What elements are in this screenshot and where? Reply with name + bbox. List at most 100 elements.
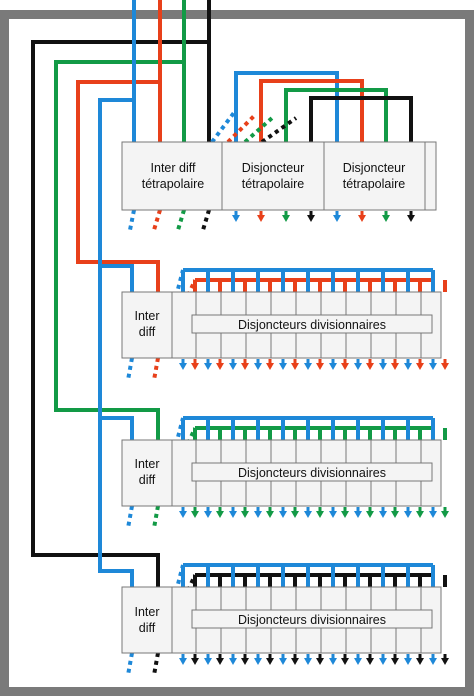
row-1-arrow-phase-7 [341, 359, 349, 370]
row-1-arrow-neutral-2 [204, 359, 212, 370]
row-3-arrow-phase-3 [241, 654, 249, 665]
feeder-row1-red [76, 0, 162, 292]
row-1-arrow-neutral-4 [254, 359, 262, 370]
row-1-arrow-phase-6 [316, 359, 324, 370]
row-3-arrow-phase-8 [366, 654, 374, 665]
row-2-arrow-neutral-9 [379, 507, 387, 518]
row-2-arrow-neutral-2 [204, 507, 212, 518]
bridge-dashed-3 [243, 116, 274, 144]
main-arrow-6 [358, 211, 366, 222]
row-3-arrow-neutral-4 [254, 654, 262, 665]
row-1-arrow-phase-2 [216, 359, 224, 370]
row-2-inter-diff-label: Inter [134, 457, 159, 471]
feeder-row3-black [31, 0, 211, 587]
row-1-arrow-neutral-3 [229, 359, 237, 370]
row-1-arrow-neutral-8 [354, 359, 362, 370]
row-3-arrow-neutral-11 [429, 654, 437, 665]
row-3-arrow-neutral-6 [304, 654, 312, 665]
main-arrow-5 [333, 211, 341, 222]
row-1-out-neutral [126, 357, 134, 381]
row-3-arrow-phase-7 [341, 654, 349, 665]
row-1-arrow-neutral-9 [379, 359, 387, 370]
row-1-arrow-phase-4 [266, 359, 274, 370]
row-2-arrow-phase-3 [241, 507, 249, 518]
main-arrow-2 [257, 211, 265, 222]
row-3-inter-diff-label: Inter [134, 605, 159, 619]
row-2-arrow-neutral-11 [429, 507, 437, 518]
row-2-arrow-phase-4 [266, 507, 274, 518]
main-panel-box [121, 141, 437, 211]
bridge-1-green [284, 88, 388, 142]
main-arrow-1 [232, 211, 240, 222]
row-2-arrow-phase-6 [316, 507, 324, 518]
row-1-arrow-neutral-7 [329, 359, 337, 370]
row-2-arrow-neutral-5 [279, 507, 287, 518]
row-2-arrow-neutral-4 [254, 507, 262, 518]
row-3-arrow-phase-1 [191, 654, 199, 665]
row-2-arrow-phase-7 [341, 507, 349, 518]
row-2-arrow-neutral-6 [304, 507, 312, 518]
row-3-arrow-phase-11 [441, 654, 449, 665]
bridge-1-blue [234, 71, 339, 142]
feeder-neutral-row1 [100, 264, 134, 292]
inter-diff-tetrapolaire-label: Inter diff [151, 161, 196, 175]
row-3-arrow-neutral-3 [229, 654, 237, 665]
row-2-panel: Inter diff Disjoncteurs divisionnaires [121, 439, 442, 507]
row-2-arrow-neutral-8 [354, 507, 362, 518]
row-2-arrow-neutral-1 [179, 507, 187, 518]
row-2-arrow-phase-8 [366, 507, 374, 518]
main-arrow-8 [407, 211, 415, 222]
row-3-panel: Inter diff Disjoncteurs divisionnaires [121, 586, 442, 654]
row-2-arrow-phase-11 [441, 507, 449, 518]
row-1-arrow-neutral-1 [179, 359, 187, 370]
row-3-arrow-phase-9 [391, 654, 399, 665]
row-3-arrow-neutral-1 [179, 654, 187, 665]
row-2-breakers-label: Disjoncteurs divisionnaires [238, 466, 386, 480]
feeder-row2-green [54, 0, 186, 440]
bridge-dashed-2 [226, 113, 257, 144]
row-3-arrow-neutral-2 [204, 654, 212, 665]
row-3-arrow-neutral-7 [329, 654, 337, 665]
row-3-arrow-neutral-9 [379, 654, 387, 665]
row-1-arrow-phase-8 [366, 359, 374, 370]
row-3-arrow-neutral-5 [279, 654, 287, 665]
row-1-inter-diff-label: Inter [134, 309, 159, 323]
row-2-arrow-phase-2 [216, 507, 224, 518]
row-1-arrow-phase-3 [241, 359, 249, 370]
row-3-arrow-phase-4 [266, 654, 274, 665]
row-3-arrow-phase-10 [416, 654, 424, 665]
row-3-arrow-phase-5 [291, 654, 299, 665]
disjoncteur-tetrapolaire-2-label: Disjoncteur [343, 161, 406, 175]
row-1-breakers-label: Disjoncteurs divisionnaires [238, 318, 386, 332]
row-3-arrow-neutral-8 [354, 654, 362, 665]
row-3-arrow-phase-6 [316, 654, 324, 665]
row-1-arrow-neutral-11 [429, 359, 437, 370]
row-3-out-phase [152, 652, 160, 676]
row-2-arrow-phase-9 [391, 507, 399, 518]
disjoncteur-tetrapolaire-2-label-line2: tétrapolaire [343, 177, 406, 191]
bridge-1-black [309, 96, 413, 142]
row-2-arrow-phase-1 [191, 507, 199, 518]
feeder-neutral [98, 0, 136, 587]
bridge-dashed-4 [260, 116, 298, 144]
row-3-breakers-label: Disjoncteurs divisionnaires [238, 613, 386, 627]
row-1-arrow-phase-10 [416, 359, 424, 370]
row-1-arrow-phase-1 [191, 359, 199, 370]
disjoncteur-tetrapolaire-1-label: Disjoncteur [242, 161, 305, 175]
row-1-panel: Inter diff Disjoncteurs divisionnaires [121, 291, 442, 359]
main-out-dashed-4 [201, 209, 211, 231]
main-panel: Inter diff tétrapolaire Disjoncteur tétr… [121, 141, 437, 211]
row-2-arrow-neutral-3 [229, 507, 237, 518]
row-1-inter-diff-label-line2: diff [139, 325, 156, 339]
inter-diff-tetrapolaire-label-line2: tétrapolaire [142, 177, 205, 191]
row-2-out-neutral [126, 505, 134, 529]
wires [31, 0, 447, 676]
row-3-arrow-neutral-10 [404, 654, 412, 665]
row-1-arrow-phase-9 [391, 359, 399, 370]
bridge-dashed-1 [210, 108, 238, 144]
main-arrow-4 [307, 211, 315, 222]
main-out-dashed-3 [176, 209, 186, 231]
row-3-inter-diff-label-line2: diff [139, 621, 156, 635]
row-1-arrow-neutral-10 [404, 359, 412, 370]
